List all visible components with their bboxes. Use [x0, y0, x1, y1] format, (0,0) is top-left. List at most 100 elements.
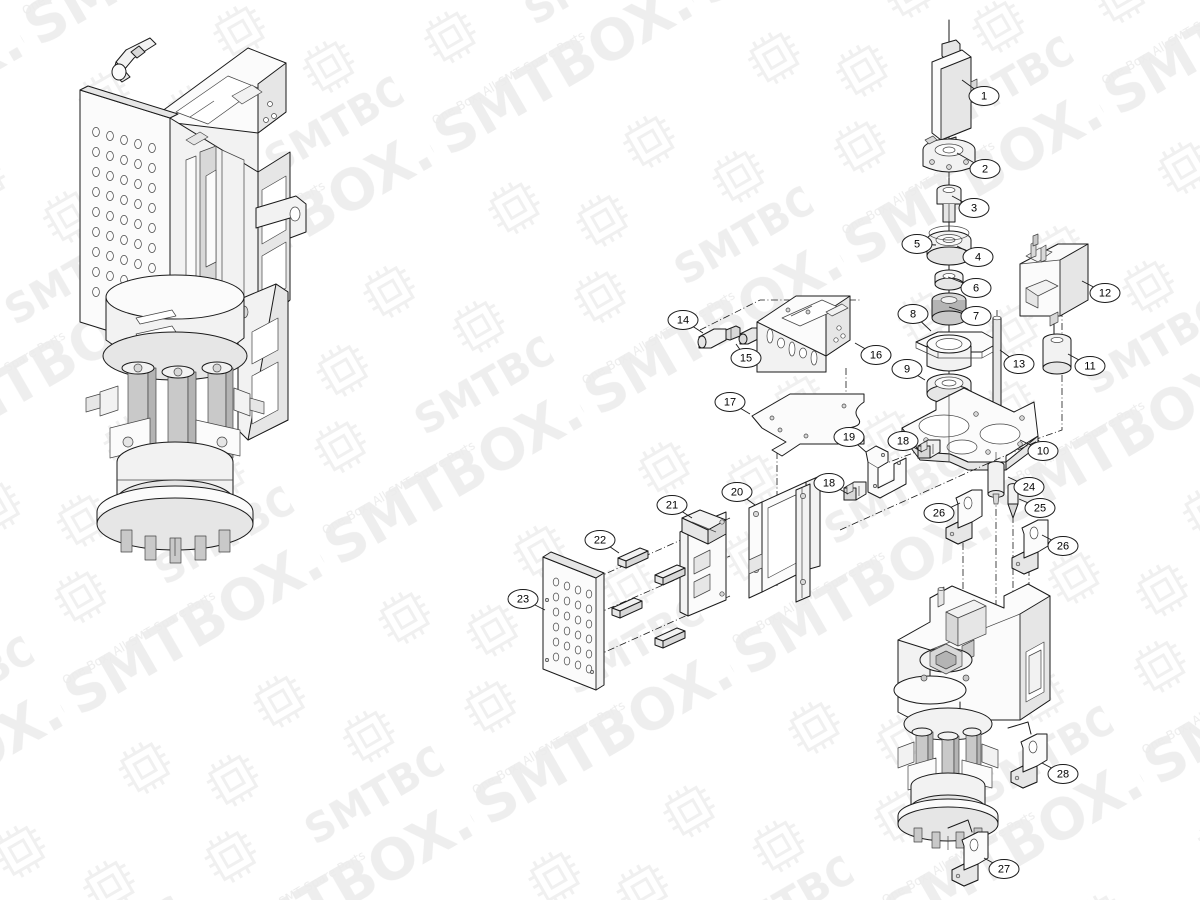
callout-number: 17: [724, 397, 736, 409]
part-27-lower-sensor-bracket: [947, 819, 989, 887]
callout-balloon[interactable]: [988, 859, 1020, 879]
callout-balloon[interactable]: [833, 427, 865, 447]
callout-balloon[interactable]: [584, 530, 616, 550]
callout-16[interactable]: 16: [854, 342, 892, 365]
callout-balloon[interactable]: [960, 306, 992, 326]
axis-19-18: [867, 451, 917, 471]
callout-25[interactable]: 25: [1018, 498, 1056, 518]
part-26-sensor-mount-bracket-a: [945, 489, 983, 545]
callout-balloon[interactable]: [969, 159, 1001, 179]
callout-3[interactable]: 3: [951, 195, 990, 218]
callout-number: 24: [1023, 482, 1035, 494]
callout-26[interactable]: 26: [1041, 534, 1079, 556]
callout-number: 22: [594, 535, 606, 547]
callout-number: 16: [870, 350, 882, 362]
callout-10[interactable]: 10: [1019, 439, 1059, 461]
part-24-shock-absorber: [987, 452, 1005, 505]
callout-balloon[interactable]: [1047, 536, 1079, 556]
callout-26[interactable]: 26: [923, 502, 961, 523]
callout-6[interactable]: 6: [947, 276, 992, 298]
callout-balloon[interactable]: [714, 392, 746, 412]
callout-28[interactable]: 28: [1041, 762, 1079, 784]
callout-number: 7: [973, 311, 979, 323]
callout-18[interactable]: 18: [887, 431, 923, 453]
callout-8[interactable]: 8: [897, 304, 932, 332]
callout-number: 2: [982, 164, 988, 176]
callout-27[interactable]: 27: [983, 857, 1020, 879]
callout-20[interactable]: 20: [721, 482, 756, 506]
callout-11[interactable]: 11: [1067, 353, 1106, 376]
part-20-board-guide-frame: [748, 475, 821, 603]
callout-24[interactable]: 24: [1007, 476, 1045, 497]
callout-number: 11: [1084, 361, 1095, 373]
callout-number: 1: [981, 91, 987, 103]
part-26-sensor-mount-bracket-b: [1011, 519, 1049, 575]
callout-balloon[interactable]: [667, 310, 699, 330]
callout-number: 15: [740, 353, 752, 365]
left-side-mount-bracket: [255, 195, 307, 239]
callout-13[interactable]: 13: [999, 349, 1035, 374]
callout-balloon[interactable]: [1013, 477, 1045, 497]
callout-balloon[interactable]: [891, 359, 923, 379]
callout-number: 18: [823, 478, 835, 490]
callout-number: 13: [1013, 359, 1025, 371]
callout-number: 20: [731, 487, 743, 499]
callout-14[interactable]: 14: [667, 310, 704, 334]
part-23-perforated-side-cover: [542, 551, 605, 691]
callout-balloon[interactable]: [656, 495, 688, 515]
callout-number: 28: [1057, 769, 1069, 781]
callout-12[interactable]: 12: [1081, 280, 1121, 303]
callout-balloon[interactable]: [962, 247, 994, 267]
callout-number: 25: [1034, 503, 1046, 515]
callout-balloon[interactable]: [1047, 764, 1079, 784]
callout-15[interactable]: 15: [730, 343, 762, 368]
part-22-mounting-screw-3: [611, 597, 643, 619]
callout-balloon[interactable]: [923, 503, 955, 523]
part-16-top-frame-bracket: [756, 295, 851, 373]
part-5-retaining-ring: [928, 225, 970, 241]
callout-number: 19: [843, 432, 855, 444]
callout-19[interactable]: 19: [833, 427, 867, 453]
callout-balloon[interactable]: [1074, 356, 1106, 376]
callout-balloon[interactable]: [721, 482, 753, 502]
callout-9[interactable]: 9: [891, 359, 926, 381]
callout-number: 26: [933, 508, 945, 520]
callout-4[interactable]: 4: [956, 245, 994, 267]
callout-5[interactable]: 5: [901, 234, 937, 254]
callout-balloon[interactable]: [958, 198, 990, 218]
callout-17[interactable]: 17: [714, 392, 751, 415]
callout-balloon[interactable]: [968, 86, 1000, 106]
callout-number: 4: [975, 252, 981, 264]
callout-2[interactable]: 2: [956, 152, 1001, 179]
callout-21[interactable]: 21: [656, 495, 693, 519]
callout-balloon[interactable]: [507, 589, 539, 609]
left-top-air-fitting: [111, 37, 157, 83]
callout-7[interactable]: 7: [948, 306, 992, 326]
callout-23[interactable]: 23: [507, 589, 546, 611]
callout-balloon[interactable]: [1027, 441, 1059, 461]
callout-balloon[interactable]: [1024, 498, 1056, 518]
callout-balloon[interactable]: [1089, 283, 1121, 303]
callout-balloon[interactable]: [813, 473, 845, 493]
callout-number: 14: [677, 315, 689, 327]
callout-balloon[interactable]: [897, 304, 929, 324]
callout-balloon[interactable]: [1003, 354, 1035, 374]
callout-22[interactable]: 22: [584, 530, 620, 554]
callout-balloon[interactable]: [901, 234, 933, 254]
part-8-bearing-housing: [915, 324, 1001, 372]
callout-balloon[interactable]: [887, 431, 919, 451]
callout-1[interactable]: 1: [961, 79, 1000, 106]
callout-number: 12: [1099, 288, 1111, 300]
part-3-shaft-fitting: [936, 177, 962, 223]
callout-number: 27: [998, 864, 1010, 876]
callout-balloon[interactable]: [730, 348, 762, 368]
part-14-air-connector-fitting: [697, 325, 741, 349]
callout-number: 23: [517, 594, 529, 606]
callout-balloon[interactable]: [960, 278, 992, 298]
left-turret-nozzle-shafts: [85, 331, 265, 465]
callout-18[interactable]: 18: [813, 473, 849, 495]
callout-number: 10: [1037, 446, 1049, 458]
callout-number: 9: [904, 364, 910, 376]
callout-balloon[interactable]: [860, 345, 892, 365]
